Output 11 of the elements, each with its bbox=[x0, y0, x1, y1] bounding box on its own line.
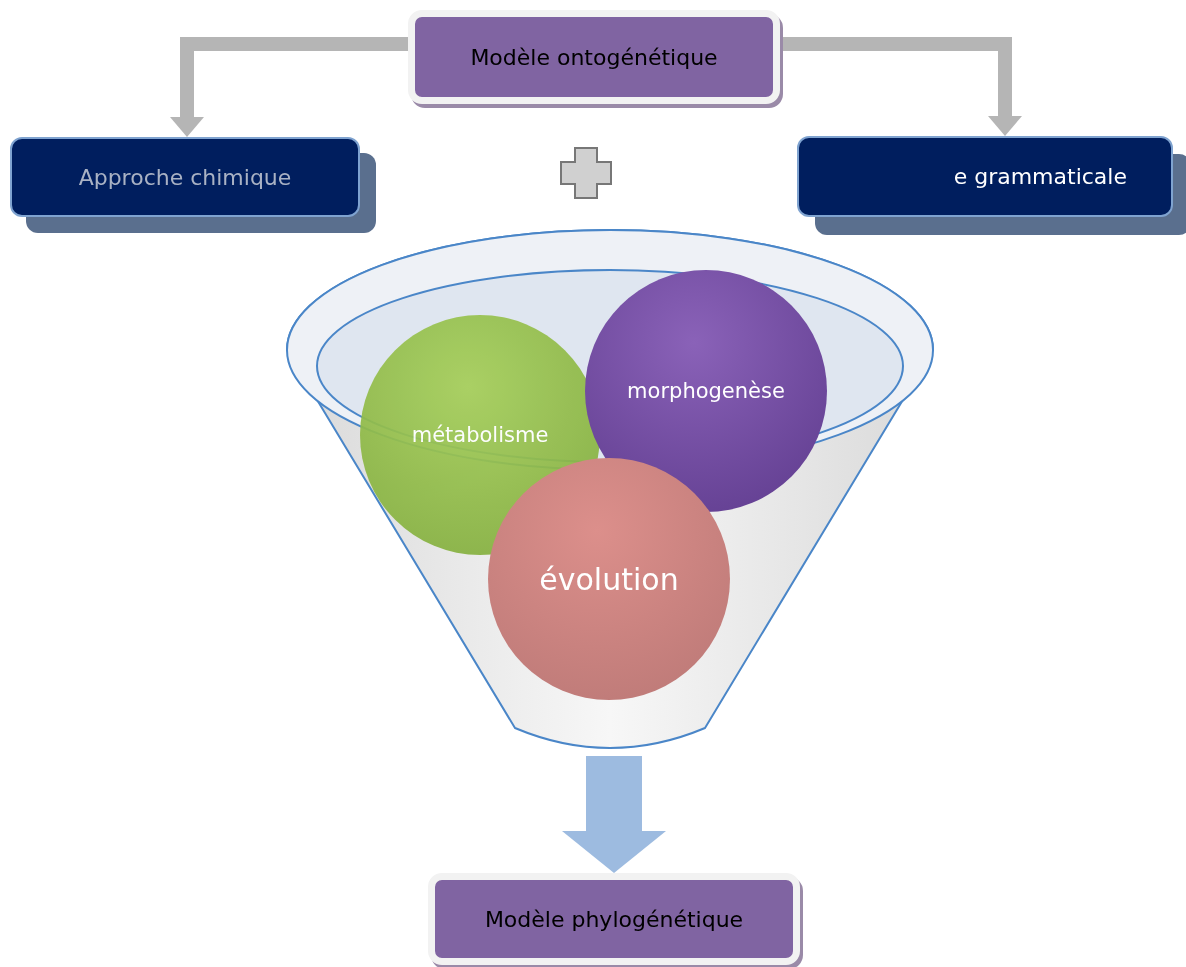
node-label: Modèle phylogénétique bbox=[484, 906, 744, 932]
node-label: morphogenèse bbox=[627, 379, 785, 403]
connector-arrow bbox=[170, 37, 408, 137]
node-label: Modèle ontogénétique bbox=[470, 44, 718, 70]
node-label: e grammaticale bbox=[953, 164, 1127, 189]
process-box bbox=[428, 873, 800, 965]
node-label: Approche chimique bbox=[78, 164, 292, 190]
connector-arrow bbox=[780, 37, 1022, 136]
node-label: évolution bbox=[539, 561, 679, 597]
node-label: métabolisme bbox=[411, 423, 549, 447]
block-arrow bbox=[562, 756, 666, 873]
